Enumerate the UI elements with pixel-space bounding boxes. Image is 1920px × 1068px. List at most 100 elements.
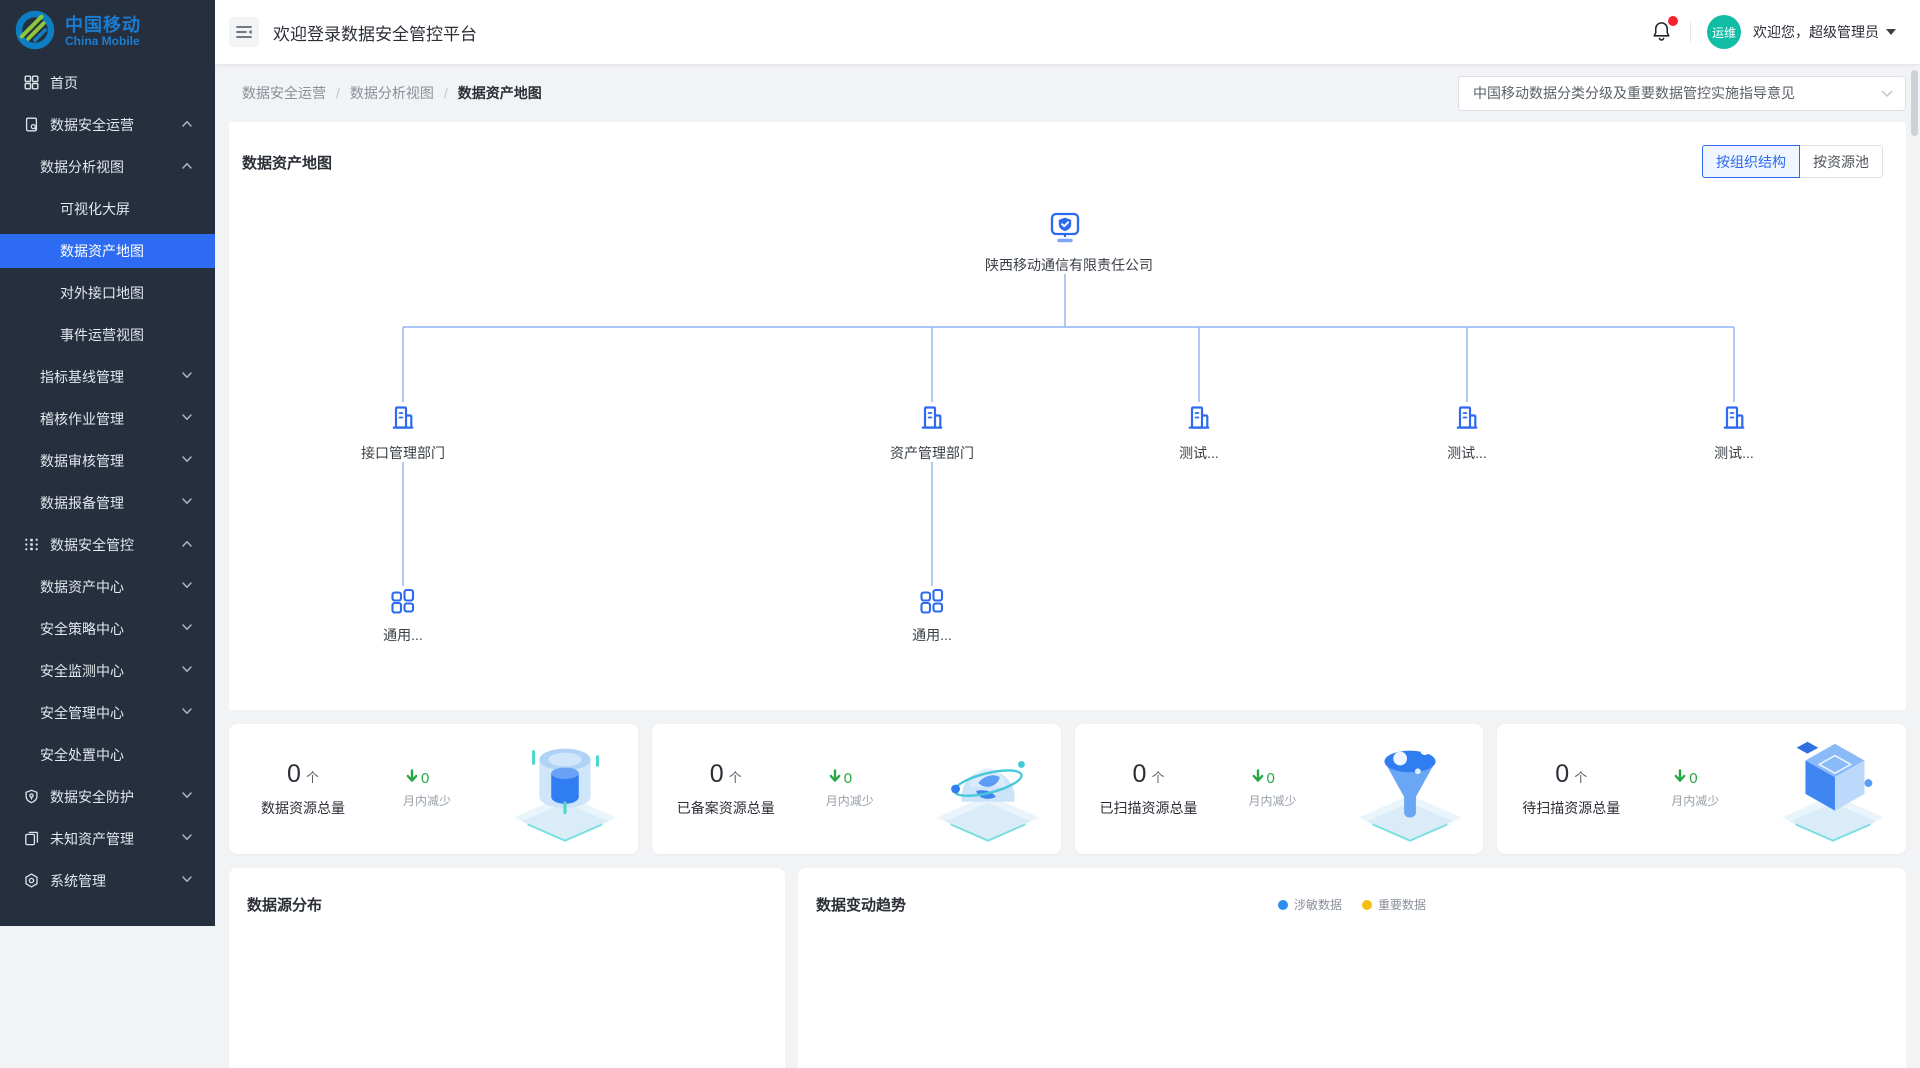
chevron-down-icon [181,497,193,506]
breadcrumb-item[interactable]: 数据分析视图 [349,85,434,101]
toggle-by-resource-pool[interactable]: 按资源池 [1800,145,1883,178]
document-select-value: 中国移动数据分类分级及重要数据管控实施指导意见 [1473,85,1795,101]
org-node-dept[interactable]: 接口管理部门 [323,404,483,463]
breadcrumb-item[interactable]: 数据安全运营 [242,85,326,101]
sidebar: 中国移动 China Mobile 首页数据安全运营数据分析视图可视化大屏数据资… [0,0,215,926]
legend-label: 涉敏数据 [1293,898,1342,912]
building-icon [388,404,418,439]
bottom-panels: 数据源分布 数据变动趋势 涉敏数据重要数据 [229,868,1906,1068]
chevron-down-icon [181,371,193,380]
sidebar-item[interactable]: 安全策略中心 [0,612,215,646]
org-node-generic[interactable]: 通用... [852,586,1012,645]
sidebar-item[interactable]: 数据安全防护 [0,780,215,814]
sidebar-item[interactable]: 数据分析视图 [0,150,215,184]
stat-label: 数据资源总量 [261,800,345,816]
org-node-dept[interactable]: 测试... [1119,404,1279,463]
sidebar-item-label: 数据报备管理 [40,495,124,511]
stat-unit: 个 [305,770,319,785]
sidebar-item[interactable]: 安全监测中心 [0,654,215,688]
org-node-label: 测试... [1714,445,1754,461]
document-select[interactable]: 中国移动数据分类分级及重要数据管控实施指导意见 [1458,75,1906,111]
main-area: 欢迎登录数据安全管控平台 运维 欢迎您，超级管理员 数据安全运营/数据分析视图/… [215,0,1920,1068]
sidebar-item[interactable]: 稽核作业管理 [0,402,215,436]
stat-label: 已扫描资源总量 [1099,800,1198,816]
org-node-dept[interactable]: 测试... [1654,404,1814,463]
legend-item[interactable]: 重要数据 [1362,896,1426,913]
stat-unit: 个 [728,770,742,785]
sidebar-item[interactable]: 安全处置中心 [0,738,215,772]
stat-label: 待扫描资源总量 [1522,800,1621,816]
toggle-by-organization[interactable]: 按组织结构 [1702,145,1800,178]
sidebar-item[interactable]: 数据资产地图 [0,234,215,268]
sidebar-item[interactable]: 数据审核管理 [0,444,215,478]
sidebar-item[interactable]: 首页 [0,66,215,100]
chevron-down-icon [181,581,193,590]
sidebar-item[interactable]: 可视化大屏 [0,192,215,226]
sidebar-item-label: 数据分析视图 [40,159,124,175]
chevron-down-icon [181,875,193,884]
brand-logo[interactable]: 中国移动 China Mobile [0,0,215,64]
stat-delta-label: 月内减少 [1671,794,1720,808]
sidebar-item-label: 安全管理中心 [40,705,124,721]
sidebar-item-label: 未知资产管理 [50,831,134,847]
org-node-generic[interactable]: 通用... [323,586,483,645]
datasource-distribution-panel: 数据源分布 [229,868,785,1068]
stat-value: 0 [1555,760,1570,788]
chevron-up-icon [181,161,193,170]
view-toggle: 按组织结构 按资源池 [1702,145,1883,178]
avatar[interactable]: 运维 [1707,15,1741,49]
org-node-dept[interactable]: 资产管理部门 [852,404,1012,463]
sidebar-item[interactable]: 系统管理 [0,864,215,898]
sidebar-item[interactable]: 数据报备管理 [0,486,215,520]
sidebar-item-label: 首页 [50,75,78,91]
sidebar-item[interactable]: 安全管理中心 [0,696,215,730]
sidebar-item-label: 稽核作业管理 [40,411,124,427]
sidebar-item-label: 事件运营视图 [60,327,144,343]
caret-down-icon [1886,29,1896,35]
org-node-label: 陕西移动通信有限责任公司 [985,257,1153,273]
sidebar-item-label: 指标基线管理 [40,369,124,385]
collapse-menu-icon[interactable] [229,17,259,47]
sidebar-item[interactable]: 数据资产中心 [0,570,215,604]
sidebar-item[interactable]: 事件运营视图 [0,318,215,352]
building-icon [1184,404,1214,439]
chevron-down-icon [181,413,193,422]
grid-blocks-icon [388,586,418,621]
org-node-dept[interactable]: 测试... [1387,404,1547,463]
chevron-down-icon [181,791,193,800]
stat-value: 0 [287,760,301,788]
chevron-down-icon [181,833,193,842]
building-icon [917,404,947,439]
notification-bell-icon[interactable] [1650,16,1678,44]
stat-delta: 0 [1689,770,1698,787]
sidebar-item[interactable]: 数据安全运营 [0,108,215,142]
stat-delta: 0 [843,770,853,787]
legend-dot [1277,899,1288,910]
user-menu[interactable]: 欢迎您，超级管理员 [1753,22,1896,42]
org-node-label: 测试... [1179,445,1219,461]
legend-dot [1362,899,1372,910]
welcome-text: 欢迎您，超级管理员 [1753,24,1879,40]
org-node-label: 资产管理部门 [890,445,974,461]
vertical-scrollbar[interactable] [1911,70,1918,136]
grid-blocks-icon [917,586,947,621]
org-node-root[interactable]: 陕西移动通信有限责任公司 [985,212,1153,275]
sidebar-item[interactable]: 对外接口地图 [0,276,215,310]
database-illustration [506,731,624,847]
sidebar-item[interactable]: 未知资产管理 [0,822,215,856]
breadcrumb-item: 数据资产地图 [457,85,542,101]
sidebar-item-label: 数据资产地图 [60,243,144,259]
doc-search-icon [24,117,40,133]
sidebar-menu: 首页数据安全运营数据分析视图可视化大屏数据资产地图对外接口地图事件运营视图指标基… [0,64,215,898]
sidebar-item[interactable]: 数据安全管控 [0,528,215,562]
sidebar-item-label: 数据资产中心 [40,579,124,595]
breadcrumb-separator: / [443,85,448,101]
funnel-illustration [1351,731,1469,847]
brand-name-cn: 中国移动 [65,14,141,35]
legend-item[interactable]: 涉敏数据 [1277,896,1342,913]
sidebar-item[interactable]: 指标基线管理 [0,360,215,394]
